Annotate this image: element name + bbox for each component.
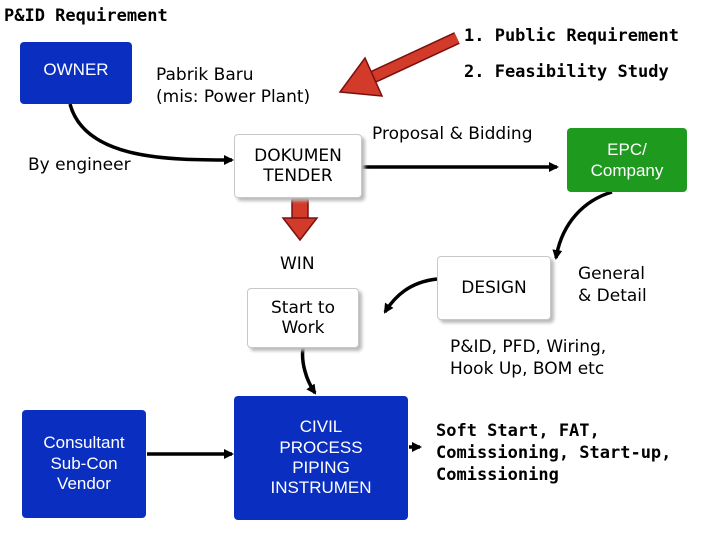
design-to-start-arrow [383,277,438,314]
dokumen-tender-box: DOKUMEN TENDER [234,134,362,198]
red-arrow-to-win [281,198,319,242]
requirement-item-1: 1. Public Requirement [464,26,679,46]
design-docs-label: P&ID, PFD, Wiring, Hook Up, BOM etc [450,337,607,380]
by-engineer-label: By engineer [28,155,131,175]
start-to-civil-arrow [300,347,317,395]
pabrik-baru-label: Pabrik Baru (mis: Power Plant) [156,65,311,108]
epc-company-box: EPC/ Company [567,128,687,192]
proposal-bidding-label: Proposal & Bidding [372,124,533,144]
civil-process-box: CIVIL PROCESS PIPING INSTRUMEN [234,396,408,520]
start-to-work-box: Start to Work [247,288,359,348]
red-arrow-to-pabrik [338,32,460,97]
owner-to-tender-arrow [68,103,234,165]
win-label: WIN [280,254,315,274]
design-box: DESIGN [437,256,551,320]
page-title: P&ID Requirement [4,6,168,26]
consultant-box: Consultant Sub-Con Vendor [22,410,146,518]
soft-start-label: Soft Start, FAT, Comissioning, Start-up,… [436,421,672,486]
owner-box: OWNER [20,42,132,104]
general-detail-label: General & Detail [578,264,647,307]
epc-to-design-arrow [552,190,613,260]
requirement-item-2: 2. Feasibility Study [464,62,669,82]
